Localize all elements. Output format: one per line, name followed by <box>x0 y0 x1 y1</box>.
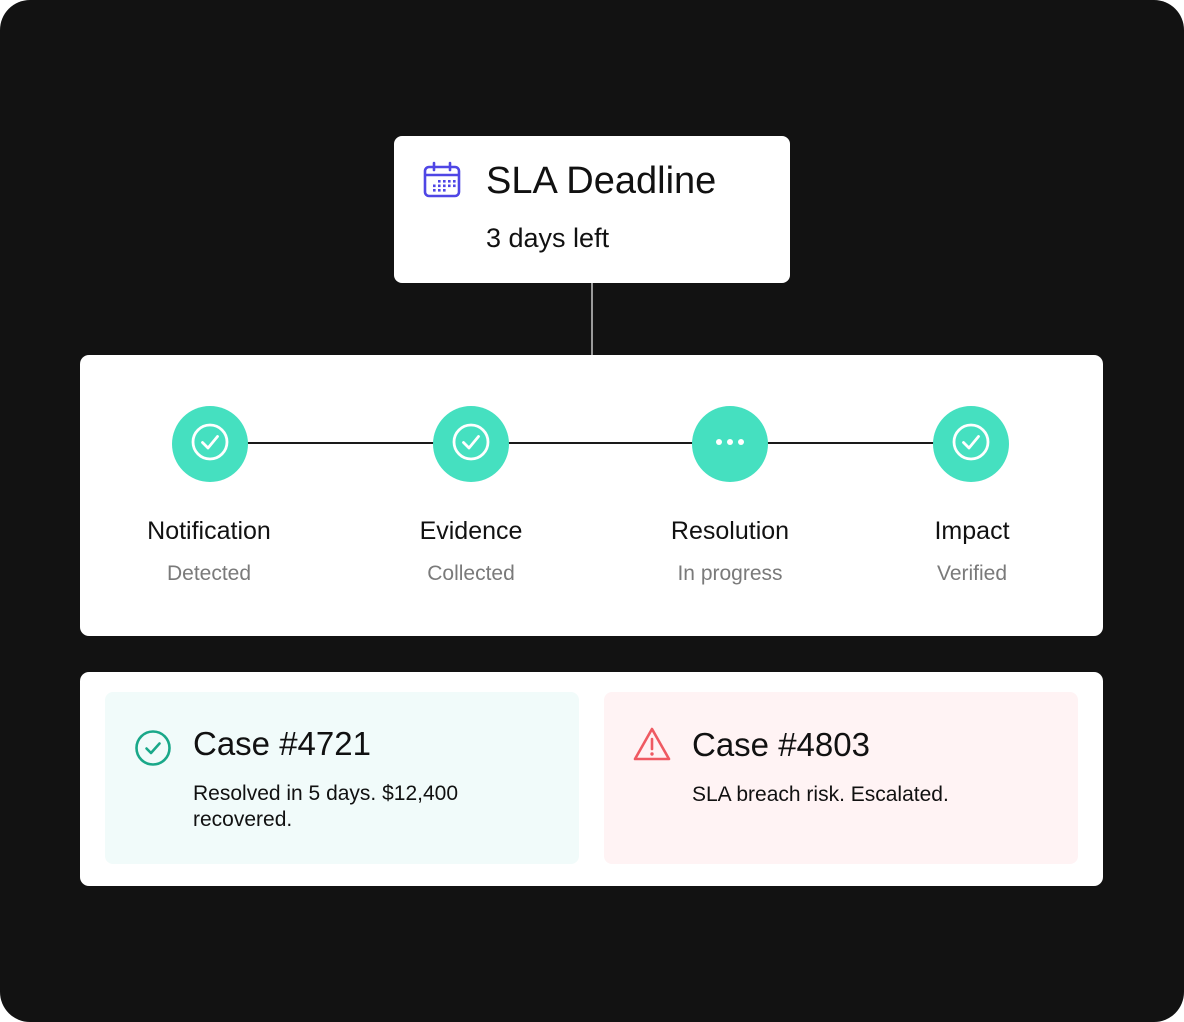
check-circle-icon <box>190 422 230 467</box>
step-resolution-label: Resolution <box>670 517 790 545</box>
step-impact-label: Impact <box>934 517 1010 545</box>
progress-track <box>210 442 972 444</box>
case-4721-panel[interactable] <box>105 692 579 864</box>
check-circle-icon <box>133 728 173 768</box>
step-evidence-status: Collected <box>427 562 515 585</box>
more-dots-icon <box>710 435 750 453</box>
step-notification-label: Notification <box>147 517 271 545</box>
sla-time-remaining: 3 days left <box>486 223 610 253</box>
warning-triangle-icon <box>632 725 672 765</box>
check-circle-icon <box>451 422 491 467</box>
step-impact-status: Verified <box>936 562 1008 585</box>
step-notification-status: Detected <box>166 562 252 585</box>
step-evidence-label: Evidence <box>419 517 523 545</box>
case-4803-panel[interactable] <box>604 692 1078 864</box>
step-evidence-indicator <box>433 406 509 482</box>
calendar-icon <box>422 160 462 200</box>
step-notification-indicator <box>172 406 248 482</box>
connector-line <box>591 283 593 355</box>
step-resolution-status: In progress <box>677 562 783 585</box>
check-circle-icon <box>951 422 991 467</box>
sla-deadline-card <box>394 136 790 283</box>
case-4721-title: Case #4721 <box>193 725 371 762</box>
step-resolution-indicator <box>692 406 768 482</box>
case-4803-title: Case #4803 <box>692 726 870 763</box>
step-impact-indicator <box>933 406 1009 482</box>
case-4803-description: SLA breach risk. Escalated. <box>692 783 949 806</box>
case-4721-description: Resolved in 5 days. $12,400 recovered. <box>193 782 459 831</box>
progress-card <box>80 355 1103 636</box>
sla-title: SLA Deadline <box>486 160 717 202</box>
